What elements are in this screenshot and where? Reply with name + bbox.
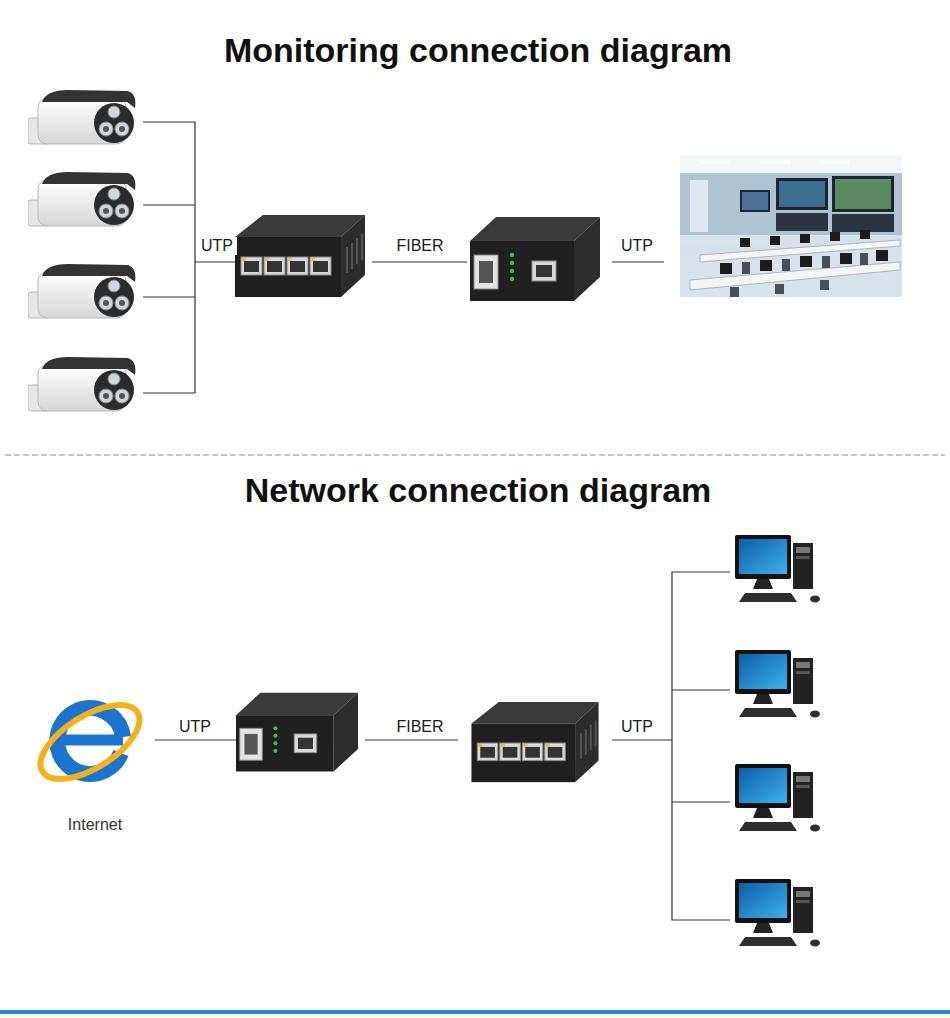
wire bbox=[155, 572, 730, 920]
control-room-picture-part-part bbox=[740, 238, 750, 247]
wire-part bbox=[612, 261, 664, 262]
computer-icon bbox=[735, 764, 820, 832]
computer-icon bbox=[735, 650, 820, 718]
control-room-picture-part-part bbox=[876, 250, 888, 261]
control-room-picture-part bbox=[779, 181, 825, 207]
internet-icon-part bbox=[29, 690, 152, 793]
control-room-picture-part bbox=[680, 155, 902, 173]
control-room-picture-part bbox=[680, 155, 902, 297]
wire-part bbox=[672, 801, 730, 802]
control-room-picture-part-part bbox=[860, 230, 870, 239]
control-room-picture-part-part bbox=[700, 160, 730, 164]
bottom-rule bbox=[0, 1010, 950, 1014]
computer-icon bbox=[735, 879, 820, 947]
control-room-picture-part bbox=[720, 230, 888, 274]
camera-icon bbox=[28, 357, 135, 411]
control-room-picture-part-part bbox=[800, 234, 810, 243]
control-room-picture-part bbox=[700, 160, 850, 164]
internet-icon-part bbox=[57, 708, 123, 774]
control-room-picture-part-part bbox=[820, 160, 850, 164]
control-room-picture-part bbox=[690, 240, 900, 290]
internet-icon-part bbox=[62, 735, 123, 746]
wire-part bbox=[143, 204, 195, 205]
control-room-picture-part bbox=[832, 214, 894, 232]
cable-label: FIBER bbox=[392, 237, 447, 255]
cable-label: UTP bbox=[197, 237, 237, 255]
control-room-picture-part bbox=[835, 179, 891, 209]
control-room-picture-part-part bbox=[782, 259, 790, 271]
wire-part bbox=[612, 739, 672, 740]
camera-group bbox=[28, 90, 135, 411]
control-room-picture-part-part bbox=[770, 236, 780, 245]
control-room-picture-part bbox=[730, 253, 868, 297]
cable-label: UTP bbox=[175, 718, 215, 736]
wire-part bbox=[195, 261, 236, 262]
wire-part bbox=[672, 689, 730, 690]
camera-icon bbox=[28, 172, 135, 226]
control-room-picture-part-part bbox=[775, 284, 784, 294]
switch-icon bbox=[235, 215, 365, 297]
control-room-picture-part bbox=[776, 178, 828, 210]
wire-part bbox=[365, 739, 458, 740]
node-label: Internet bbox=[68, 816, 123, 834]
control-room-picture-part bbox=[680, 240, 902, 297]
internet-node: Internet bbox=[64, 812, 127, 838]
section-heading: Network connection diagram bbox=[245, 471, 712, 510]
wire-part bbox=[372, 261, 467, 262]
control-room-picture-part-part bbox=[690, 262, 900, 290]
wire-part bbox=[143, 122, 195, 393]
control-room-picture-part bbox=[742, 192, 768, 210]
control-room-picture-part-part bbox=[800, 256, 812, 267]
computer-icon bbox=[735, 535, 820, 603]
wire-part bbox=[155, 739, 236, 740]
control-room-picture-part-part bbox=[730, 287, 739, 297]
wire bbox=[143, 122, 664, 393]
control-room-picture-part bbox=[832, 176, 894, 212]
control-room-picture-part-part bbox=[820, 280, 829, 290]
control-room-picture-part bbox=[680, 173, 902, 235]
control-room-picture-part-part bbox=[742, 262, 750, 274]
control-room-picture-part bbox=[740, 190, 770, 212]
separator-line bbox=[5, 455, 945, 456]
control-room-picture-part-part bbox=[760, 160, 790, 164]
cable-label: UTP bbox=[617, 237, 657, 255]
camera-icon bbox=[28, 90, 135, 144]
camera-icon bbox=[28, 264, 135, 318]
control-room-picture-part-part bbox=[720, 263, 732, 274]
control-room-picture-part-part bbox=[830, 232, 840, 241]
control-room-picture-part-part bbox=[760, 260, 772, 271]
internet-icon bbox=[29, 690, 152, 793]
control-room-picture-part-part bbox=[822, 256, 830, 268]
switch-icon bbox=[471, 702, 598, 782]
control-room-picture bbox=[680, 155, 902, 297]
converter-icon bbox=[236, 693, 358, 772]
cable-label: UTP bbox=[617, 718, 657, 736]
control-room-picture-part-part bbox=[860, 253, 868, 265]
converter-icon bbox=[470, 217, 600, 301]
control-room-picture-part-part bbox=[840, 253, 852, 264]
wire-part bbox=[143, 296, 195, 297]
control-room-picture-part bbox=[776, 213, 828, 231]
control-room-picture-part bbox=[690, 180, 708, 232]
cable-label: FIBER bbox=[392, 718, 447, 736]
wire-part bbox=[672, 572, 730, 920]
diagram-title: Monitoring connection diagram bbox=[224, 31, 732, 70]
